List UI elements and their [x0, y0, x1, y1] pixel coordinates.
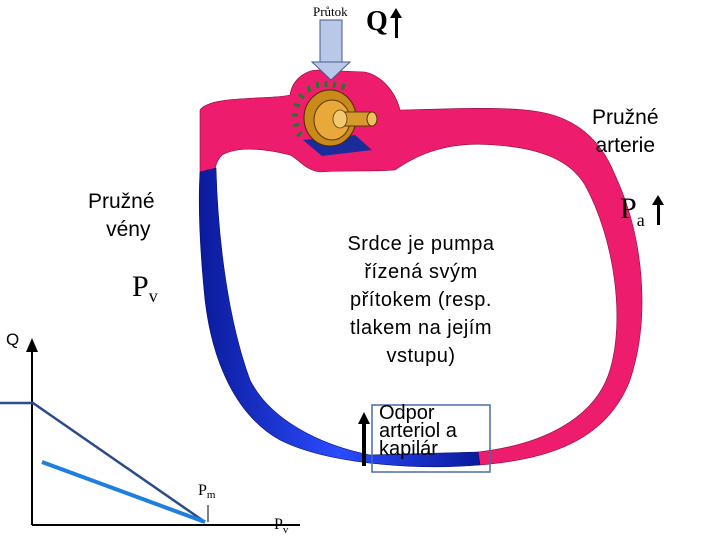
down-arrow-icon — [310, 19, 352, 81]
vein-label: Pružné vény — [88, 188, 155, 244]
inflow-label: Průtok — [313, 4, 348, 19]
heart-description-line: řízená svým — [364, 261, 478, 283]
artery-vessel — [199, 69, 643, 466]
heart-description-line: Srdce je pumpa — [347, 233, 495, 255]
graph-y-axis-label: Q — [6, 330, 20, 349]
graph-curve-primary — [0, 401, 206, 524]
graph-pm-label: Pm — [198, 482, 216, 501]
artery-label-line2: arterie — [595, 134, 656, 157]
flow-q-label: Q — [366, 6, 388, 37]
resistance-label: Odpor arteriol a kapilár — [379, 402, 457, 460]
artery-label: Pružné arterie — [592, 104, 659, 160]
heart-description-line: tlakem na jejím — [350, 317, 492, 339]
graph-pv-label: Pv — [274, 516, 289, 536]
resistance-label-line: arteriol a — [379, 420, 457, 442]
pressure-flow-graph — [0, 338, 300, 526]
heart-description-line: přítokem (resp. — [350, 289, 492, 311]
graph-curve-secondary — [41, 460, 206, 524]
arterial-pressure-label: Pa — [620, 192, 645, 230]
heart-description: Srdce je pumpa řízená svým přítokem (res… — [316, 230, 526, 370]
resistance-label-line: kapilár — [379, 438, 438, 460]
vein-vessel — [198, 167, 481, 468]
vein-label-line1: Pružné — [88, 190, 155, 213]
resistance-label-line: Odpor — [379, 402, 435, 424]
turbine-pump-icon — [292, 81, 378, 156]
venous-pressure-label: Pv — [132, 270, 158, 306]
vein-label-line2: vény — [106, 218, 151, 241]
resistance-box — [371, 404, 491, 473]
artery-label-line1: Pružné — [592, 106, 659, 129]
heart-description-line: vstupu) — [386, 345, 456, 367]
